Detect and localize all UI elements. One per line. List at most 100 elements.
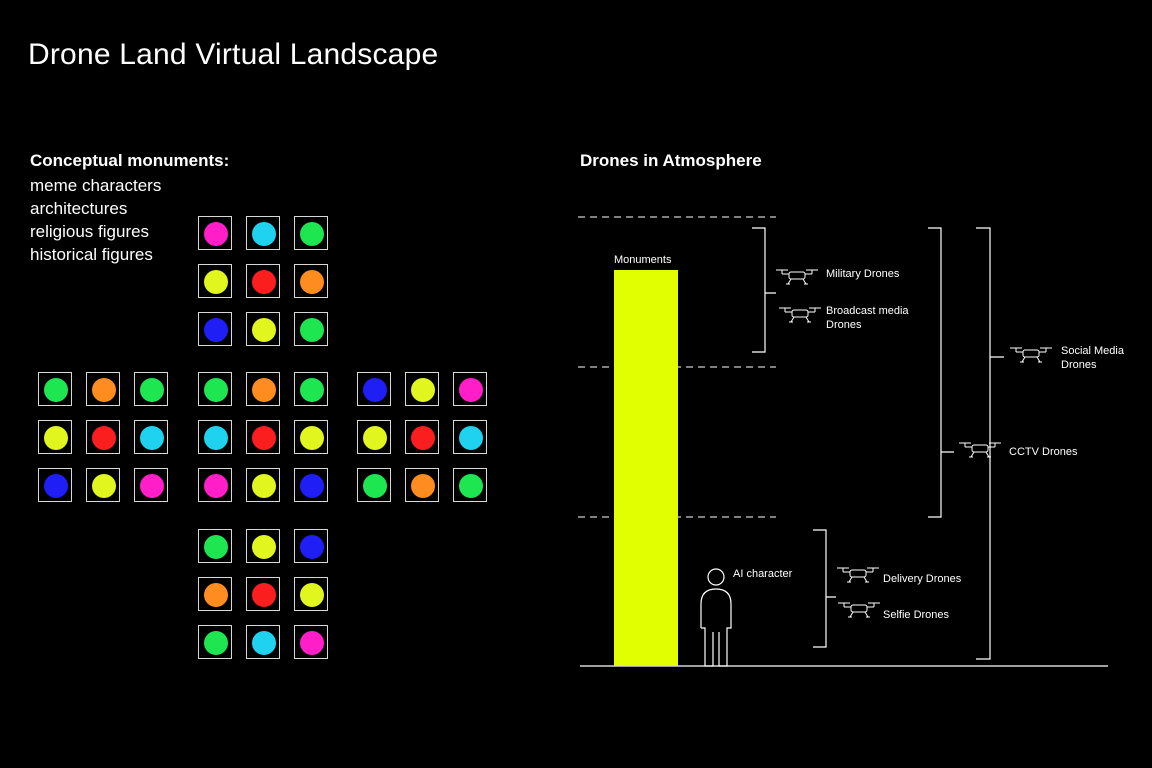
monument-dot [204, 631, 228, 655]
bracket-mid-high [928, 227, 954, 518]
monument-item: meme characters [30, 176, 162, 195]
monument-dot [252, 270, 276, 294]
delivery-drone-icon [837, 567, 879, 583]
military-drone-icon [776, 269, 818, 285]
monument-cell [405, 372, 439, 406]
monument-dot [252, 318, 276, 342]
monument-cell [294, 312, 328, 346]
monument-dot [459, 474, 483, 498]
monument-dot [204, 474, 228, 498]
monument-dot [204, 535, 228, 559]
monument-cell [198, 468, 232, 502]
monument-dot [92, 378, 116, 402]
monument-cell [405, 420, 439, 454]
monument-dot [252, 631, 276, 655]
monument-dot [252, 222, 276, 246]
monument-dot [44, 378, 68, 402]
monument-dot [140, 474, 164, 498]
monument-cell [198, 312, 232, 346]
bracket-high [752, 227, 776, 353]
atmosphere-heading: Drones in Atmosphere [580, 151, 762, 170]
monument-cell [86, 468, 120, 502]
monument-cell [198, 529, 232, 563]
monument-dot [363, 378, 387, 402]
bracket-low [813, 529, 836, 648]
broadcast-drones-label: Broadcast media Drones [826, 305, 909, 331]
monument-dot [252, 474, 276, 498]
monument-dot [252, 378, 276, 402]
monument-cell [198, 264, 232, 298]
monument-item: historical figures [30, 245, 153, 264]
monument-cell [198, 625, 232, 659]
monument-cell [246, 468, 280, 502]
selfie-drone-icon [838, 602, 880, 618]
monument-cell [453, 468, 487, 502]
monument-dot [363, 474, 387, 498]
monument-dot [252, 426, 276, 450]
monument-cell [246, 529, 280, 563]
monument-cell [246, 312, 280, 346]
monument-cell [198, 372, 232, 406]
monument-dot [44, 426, 68, 450]
monument-cell [294, 372, 328, 406]
monument-cell [198, 216, 232, 250]
monument-dot [300, 474, 324, 498]
monument-dot [300, 426, 324, 450]
monument-dot [44, 474, 68, 498]
monuments-heading: Conceptual monuments: [30, 151, 230, 170]
selfie-drones-label: Selfie Drones [883, 609, 950, 621]
monument-dot [459, 426, 483, 450]
monument-dot [300, 583, 324, 607]
monuments-label: Monuments [614, 254, 672, 266]
cctv-drones-label: CCTV Drones [1009, 446, 1078, 458]
monument-dot [140, 426, 164, 450]
monument-dot [252, 583, 276, 607]
ai-character-icon [700, 568, 732, 667]
monument-cell [294, 420, 328, 454]
monument-cell [134, 372, 168, 406]
cctv-drone-icon [959, 442, 1001, 458]
monument-cell [294, 264, 328, 298]
page-title: Drone Land Virtual Landscape [28, 38, 439, 71]
monument-dot [204, 270, 228, 294]
social-drone-icon [1010, 347, 1052, 363]
monument-dot [252, 535, 276, 559]
monument-bar [614, 270, 678, 666]
military-drones-label: Military Drones [826, 268, 900, 280]
monument-cell [198, 420, 232, 454]
monument-dot [204, 318, 228, 342]
monument-cell [294, 468, 328, 502]
monument-cell [294, 529, 328, 563]
monument-cell [246, 372, 280, 406]
monument-cell [357, 468, 391, 502]
social-drones-label: Social Media Drones [1061, 345, 1124, 371]
monument-dot [300, 318, 324, 342]
monument-cell [86, 372, 120, 406]
monument-cell [246, 264, 280, 298]
monument-dot [204, 222, 228, 246]
monument-cell [294, 625, 328, 659]
monument-dot [300, 535, 324, 559]
delivery-drones-label: Delivery Drones [883, 573, 962, 585]
monument-cell [294, 216, 328, 250]
monument-dot [300, 222, 324, 246]
monument-dot [204, 426, 228, 450]
monument-dot [204, 378, 228, 402]
monument-dot [204, 583, 228, 607]
monument-cell [134, 468, 168, 502]
monument-dot [92, 426, 116, 450]
monument-cell [246, 420, 280, 454]
monument-cell [38, 372, 72, 406]
monument-cell [453, 420, 487, 454]
monument-cell [198, 577, 232, 611]
monument-cell [405, 468, 439, 502]
monument-dot [300, 378, 324, 402]
monument-dot [92, 474, 116, 498]
monument-cell [246, 625, 280, 659]
ai-character-label: AI character [733, 568, 793, 580]
monument-cell [246, 577, 280, 611]
monument-dot [459, 378, 483, 402]
monument-dot [411, 378, 435, 402]
